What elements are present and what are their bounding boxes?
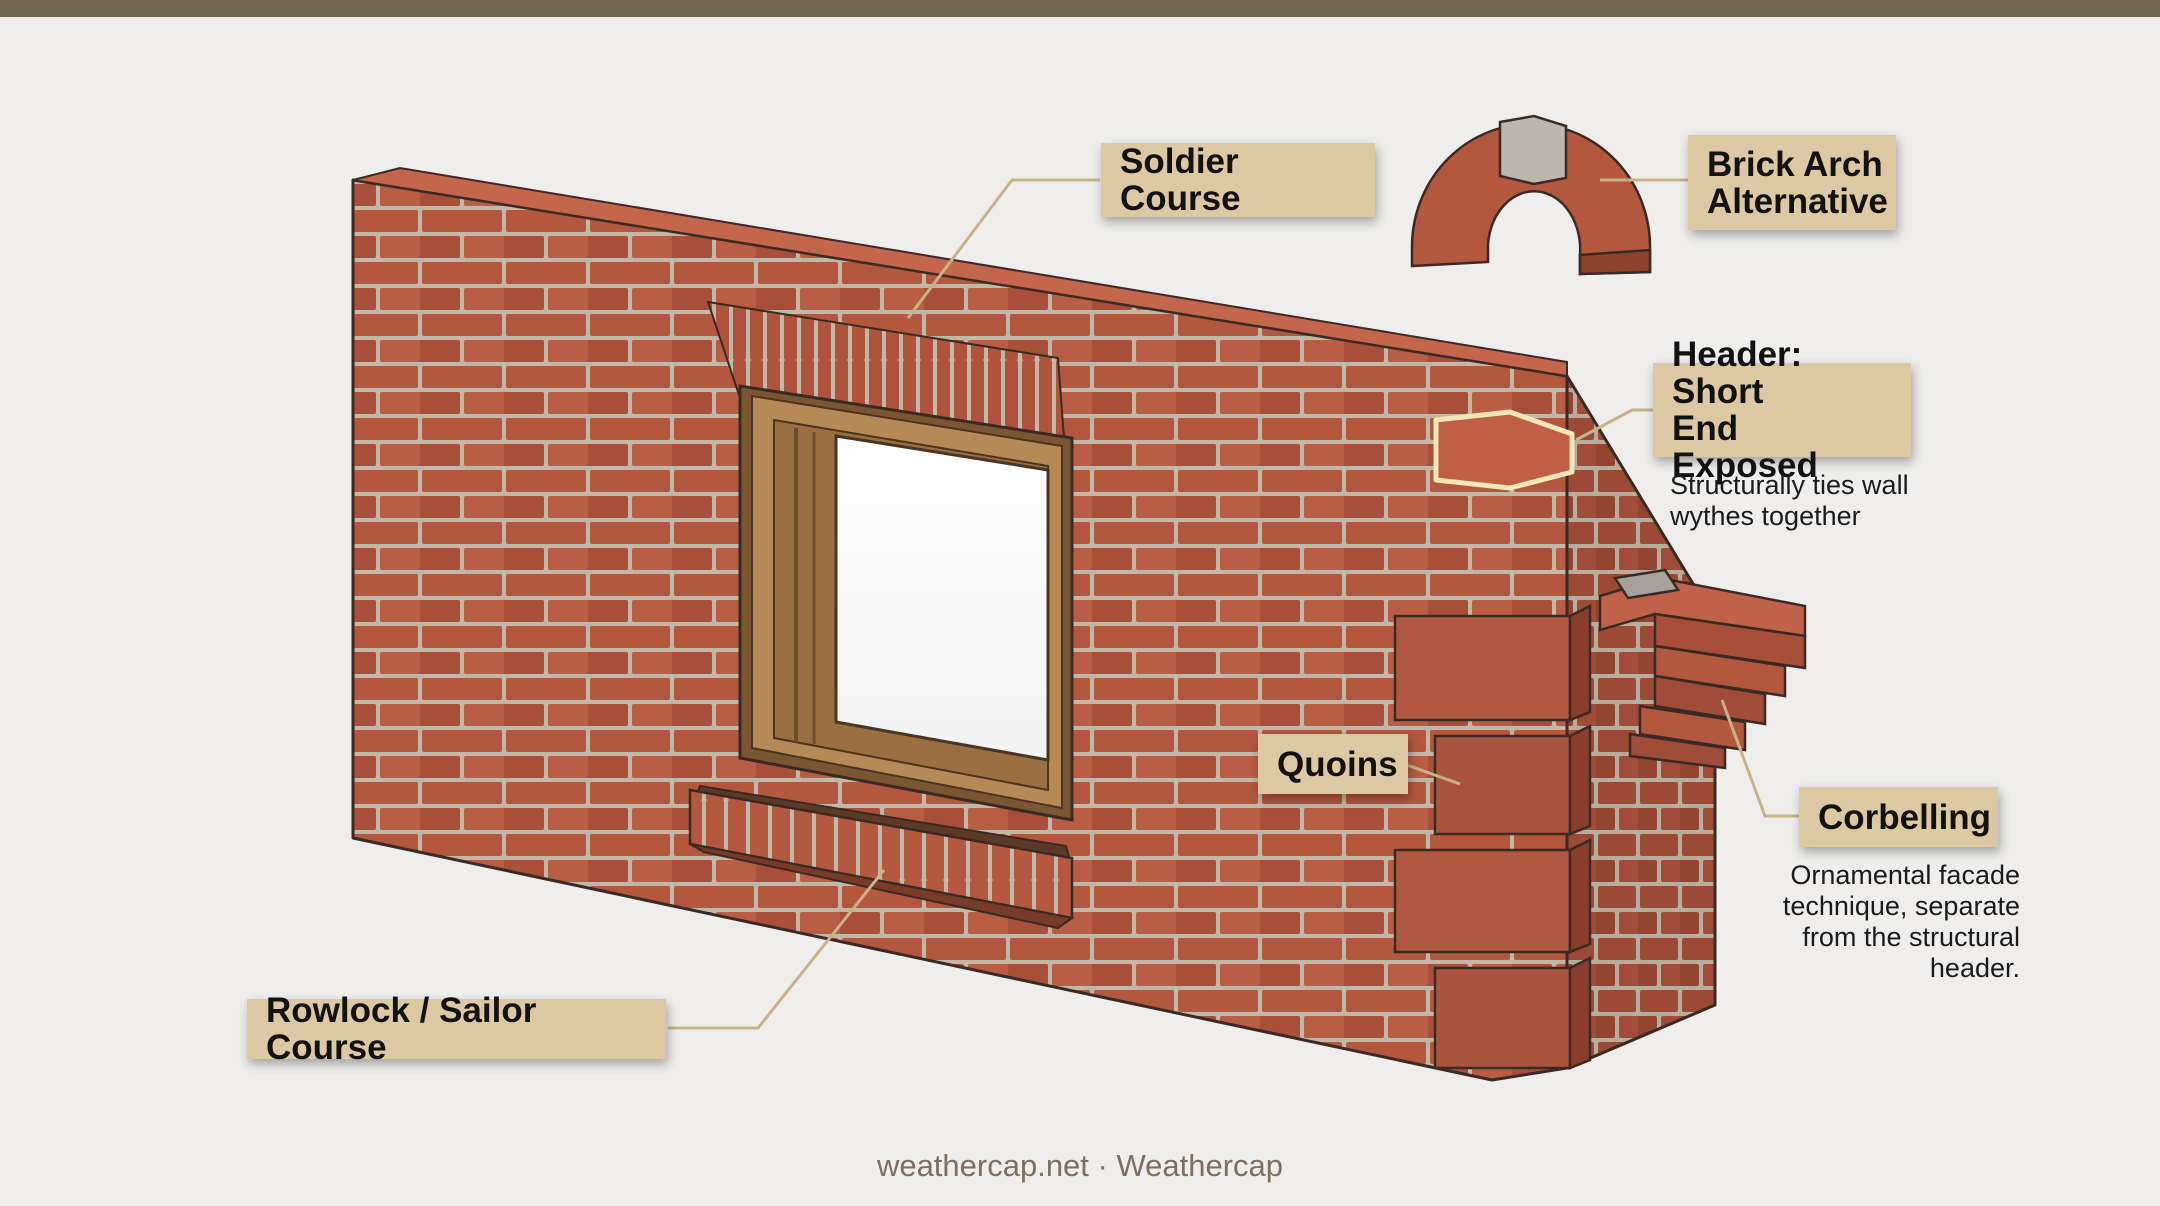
corbelling-label: Corbelling — [1799, 787, 1998, 847]
soldier-course-label: Soldier Course — [1101, 143, 1375, 217]
rowlock-sailor-course-label: Rowlock / Sailor Course — [247, 992, 666, 1066]
footer-credit: weathercap.net · Weathercap — [876, 1148, 1284, 1183]
top-bar — [0, 0, 2160, 17]
leader-lines — [668, 178, 1802, 1030]
quoins-label: Quoins — [1258, 734, 1408, 794]
corbelling-note: Ornamental facade technique, separate fr… — [1782, 860, 2020, 983]
brick-arch-label: Brick Arch Alternative — [1688, 135, 1896, 230]
header-label: Header: Short End Exposed — [1653, 336, 1911, 484]
corbel-steps — [1598, 568, 1807, 770]
brick-arch — [1410, 114, 1652, 276]
rowlock-sill — [688, 784, 1075, 930]
header-note: Structurally ties wall wythes together — [1670, 470, 1909, 531]
window — [738, 384, 1074, 822]
header-brick-highlight — [1433, 409, 1575, 491]
quoin-blocks — [1393, 603, 1592, 1070]
